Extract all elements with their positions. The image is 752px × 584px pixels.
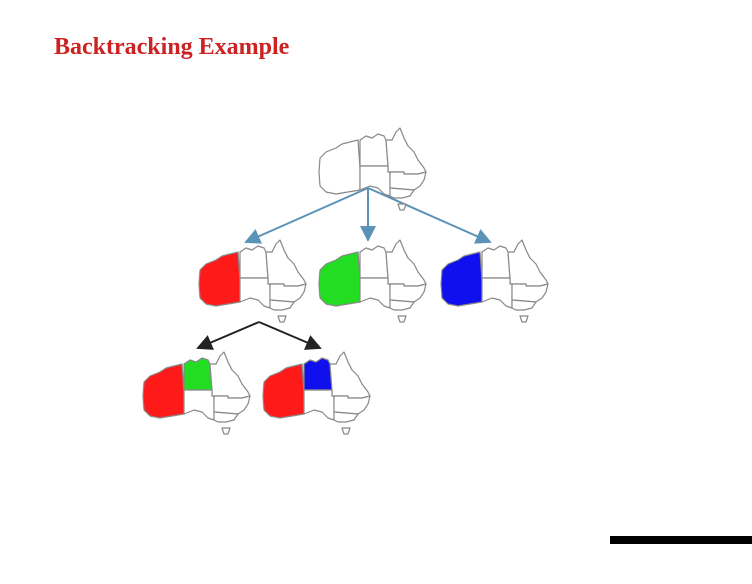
red-node-arrows <box>196 321 322 350</box>
map-node-root <box>318 127 427 211</box>
root-arrows <box>244 187 492 244</box>
arrow-red-to-red-blue <box>258 321 322 350</box>
footer-bar <box>610 536 752 544</box>
map-node-wa-green <box>318 239 427 323</box>
slide-title: Backtracking Example <box>54 34 290 60</box>
map-node-wa-blue <box>440 239 549 323</box>
map-node-wa-red-nt-blue <box>262 351 371 435</box>
arrow-root-to-blue <box>367 187 492 244</box>
arrow-root-to-red <box>244 187 369 244</box>
map-node-wa-red-nt-green <box>142 351 251 435</box>
arrow-red-to-red-green <box>196 321 260 350</box>
map-node-wa-red <box>198 239 307 323</box>
